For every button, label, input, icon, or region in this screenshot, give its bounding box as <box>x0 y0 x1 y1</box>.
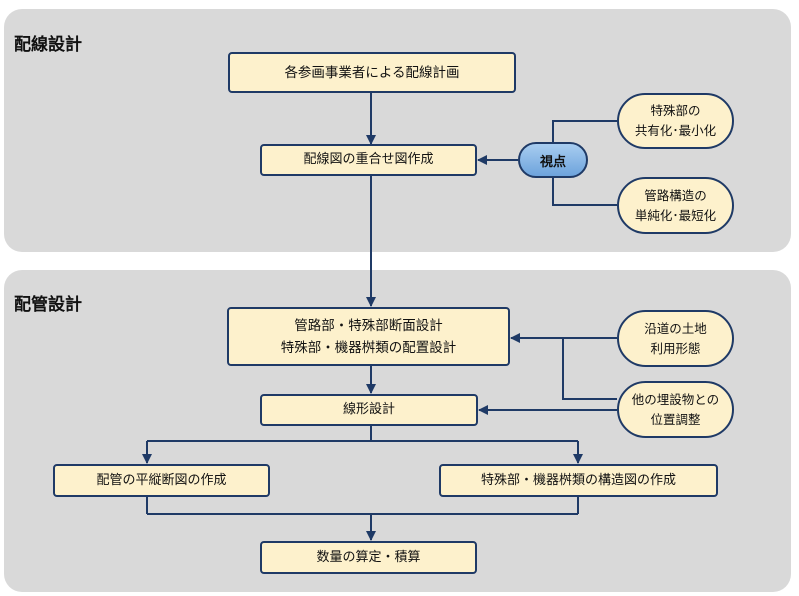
pipe-design-box: 管路部・特殊部断面設計 特殊部・機器桝類の配置設計 <box>227 307 510 366</box>
buried-line2: 位置調整 <box>650 411 701 427</box>
plan-section-text: 配管の平縦断図の作成 <box>96 472 227 488</box>
land-line1: 沿道の土地 <box>644 320 707 336</box>
special-line1: 特殊部の <box>650 103 701 118</box>
land-line2: 利用形態 <box>650 340 701 356</box>
pipe-design-line1: 管路部・特殊部断面設計 <box>294 317 443 334</box>
special-section-oval: 特殊部の 共有化･最小化 <box>617 93 734 149</box>
special-line2: 共有化･最小化 <box>634 123 717 138</box>
wiring-plan-text: 各参画事業者による配線計画 <box>284 64 460 81</box>
land-use-oval: 沿道の土地 利用形態 <box>617 310 734 367</box>
viewpoint-node: 視点 <box>518 142 588 178</box>
overlay-box: 配線図の重合せ図作成 <box>260 144 477 176</box>
overlay-text: 配線図の重合せ図作成 <box>303 152 434 167</box>
alignment-box: 線形設計 <box>260 394 478 426</box>
line-buried-to-pipe-design <box>562 338 617 400</box>
pipe-line1: 管路構造の <box>644 187 707 203</box>
wiring-design-title: 配線設計 <box>14 35 82 55</box>
pipe-structure-oval: 管路構造の 単純化･最短化 <box>617 177 734 234</box>
quantity-text: 数量の算定・積算 <box>316 549 421 565</box>
plan-section-box: 配管の平縦断図の作成 <box>53 464 270 497</box>
pipe-design-line2: 特殊部・機器桝類の配置設計 <box>280 339 457 356</box>
wiring-plan-box: 各参画事業者による配線計画 <box>228 52 516 93</box>
line-viewpoint-to-special <box>552 120 617 142</box>
buried-objects-oval: 他の埋設物との 位置調整 <box>617 381 734 438</box>
viewpoint-text: 視点 <box>539 154 566 170</box>
pipe-line2: 単純化･最短化 <box>634 207 717 223</box>
buried-line1: 他の埋設物との <box>631 391 720 407</box>
structure-text: 特殊部・機器桝類の構造図の作成 <box>480 472 676 488</box>
quantity-box: 数量の算定・積算 <box>260 541 477 574</box>
line-viewpoint-to-pipe <box>552 178 617 206</box>
piping-design-title: 配管設計 <box>14 295 82 315</box>
structure-box: 特殊部・機器桝類の構造図の作成 <box>439 464 718 497</box>
alignment-text: 線形設計 <box>342 402 395 417</box>
